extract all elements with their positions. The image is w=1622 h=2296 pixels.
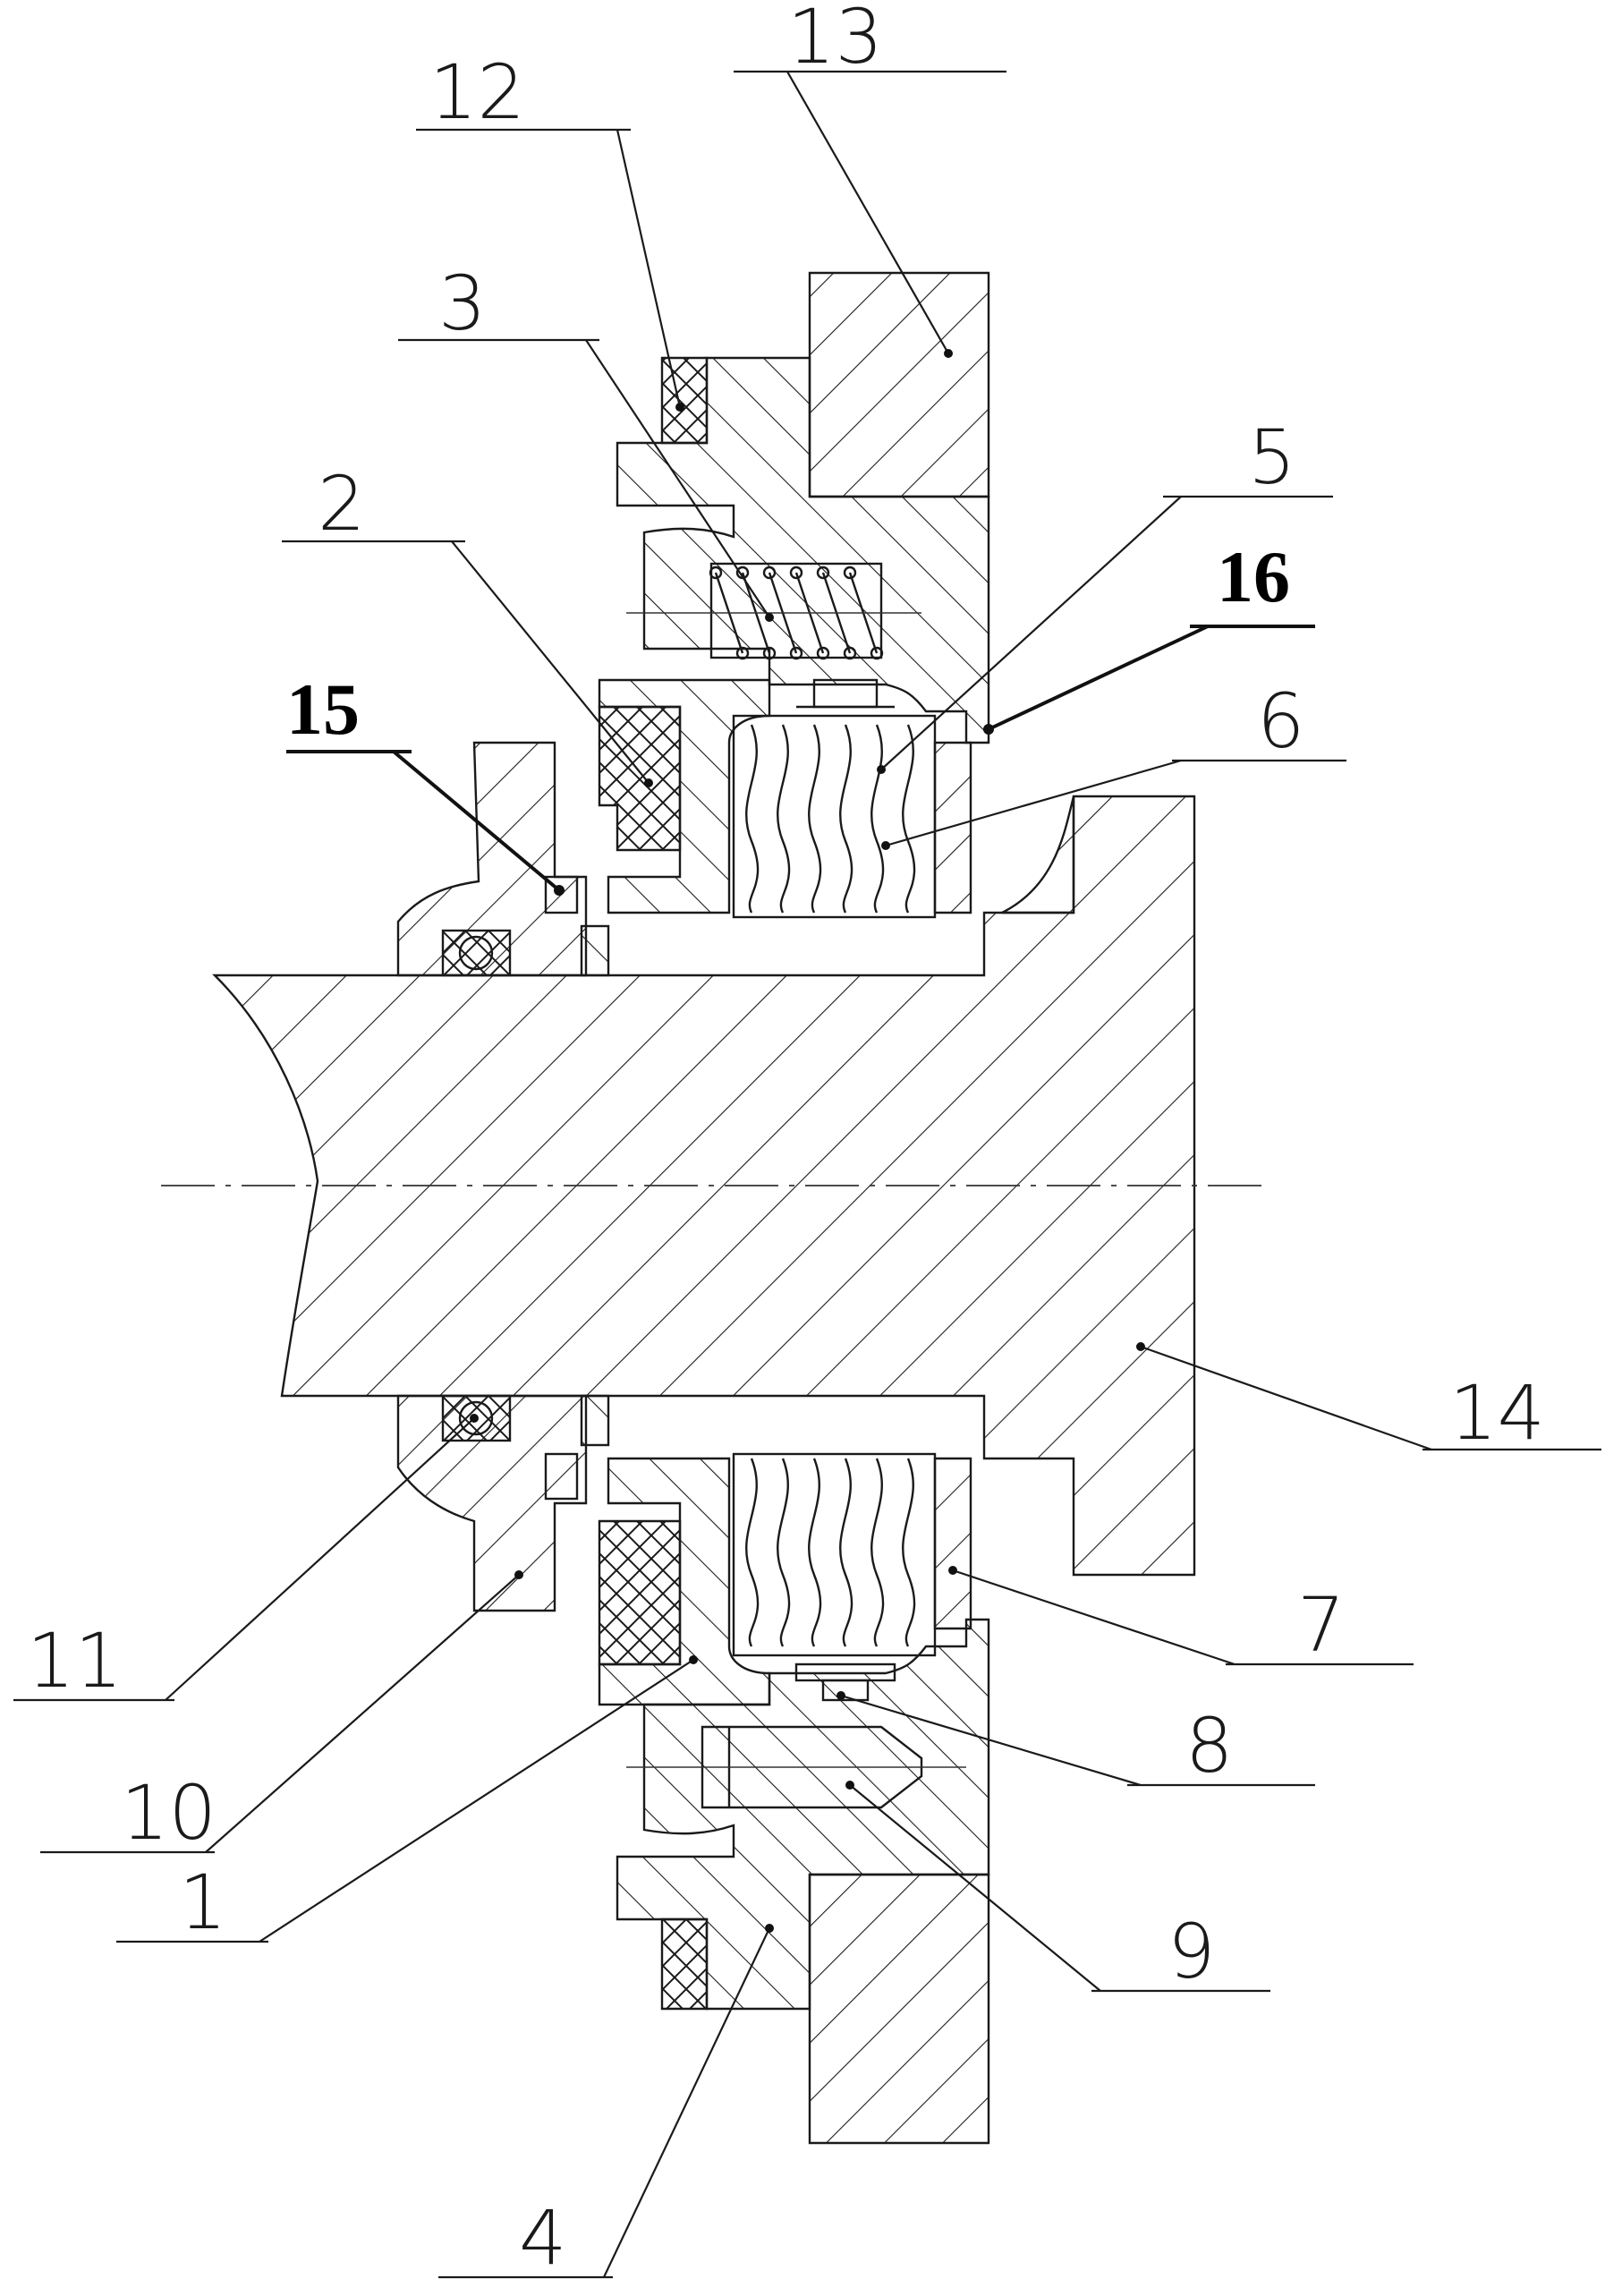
disc-pack-top [732, 678, 937, 919]
callout-6: 6 [1257, 677, 1304, 765]
callout-8: 8 [1185, 1702, 1233, 1790]
hub-part-10-bottom [396, 1394, 610, 1612]
pin-part-9 [626, 1725, 966, 1809]
housing-part-3 [616, 356, 990, 744]
flange-part-13-bottom [808, 1873, 990, 2145]
piston-part-1-bottom [598, 1457, 771, 1706]
callout-14: 14 [1449, 1369, 1545, 1457]
callout-11: 11 [27, 1617, 123, 1705]
pressure-plate-top [933, 741, 972, 914]
callout-15: 15 [286, 668, 360, 750]
callout-3: 3 [438, 259, 486, 347]
seal-ring-bottom [660, 1918, 709, 2011]
callout-7: 7 [1297, 1581, 1345, 1669]
callout-9: 9 [1168, 1908, 1215, 1995]
shaft-part-14 [212, 795, 1196, 1577]
callout-4: 4 [519, 2194, 566, 2282]
callout-5: 5 [1248, 413, 1295, 501]
pressure-plate-part-7 [933, 1457, 972, 1630]
hub-part-10-top [396, 741, 610, 977]
leader-lines [13, 70, 1601, 2279]
callout-2: 2 [318, 460, 365, 548]
friction-block-bottom [598, 1519, 682, 1666]
callout-labels: 13 12 3 5 16 2 6 15 14 7 11 8 10 1 9 4 [27, 0, 1545, 2282]
flange-part-13-top [808, 271, 990, 498]
return-spring-top [626, 562, 921, 660]
seal-ring-part-12 [660, 356, 709, 445]
callout-10: 10 [121, 1769, 217, 1857]
callout-16: 16 [1217, 536, 1290, 617]
callout-12: 12 [429, 48, 525, 136]
callout-1: 1 [179, 1858, 226, 1946]
disc-pack-bottom [732, 1452, 937, 1702]
friction-block-part-2 [598, 705, 682, 852]
callout-13: 13 [787, 0, 883, 81]
